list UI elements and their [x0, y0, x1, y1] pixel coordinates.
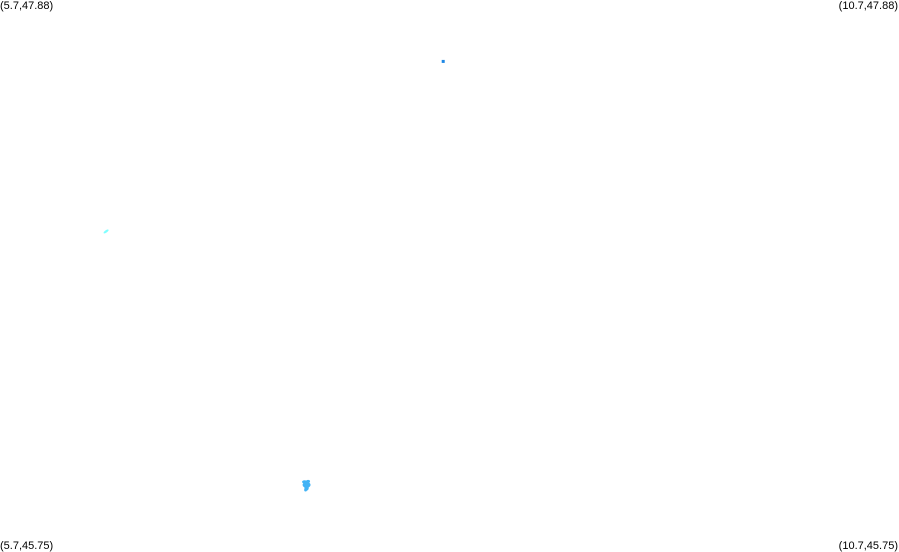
corner-label-top-right: (10.7,47.88) [838, 0, 898, 12]
cyan-fleck [103, 229, 109, 234]
point-marker [441, 59, 445, 63]
corner-label-top-left: (5.7,47.88) [0, 0, 54, 12]
corner-label-bottom-left: (5.7,45.75) [0, 540, 54, 552]
blue-cluster [302, 479, 311, 492]
corner-label-bottom-right: (10.7,45.75) [838, 540, 898, 552]
